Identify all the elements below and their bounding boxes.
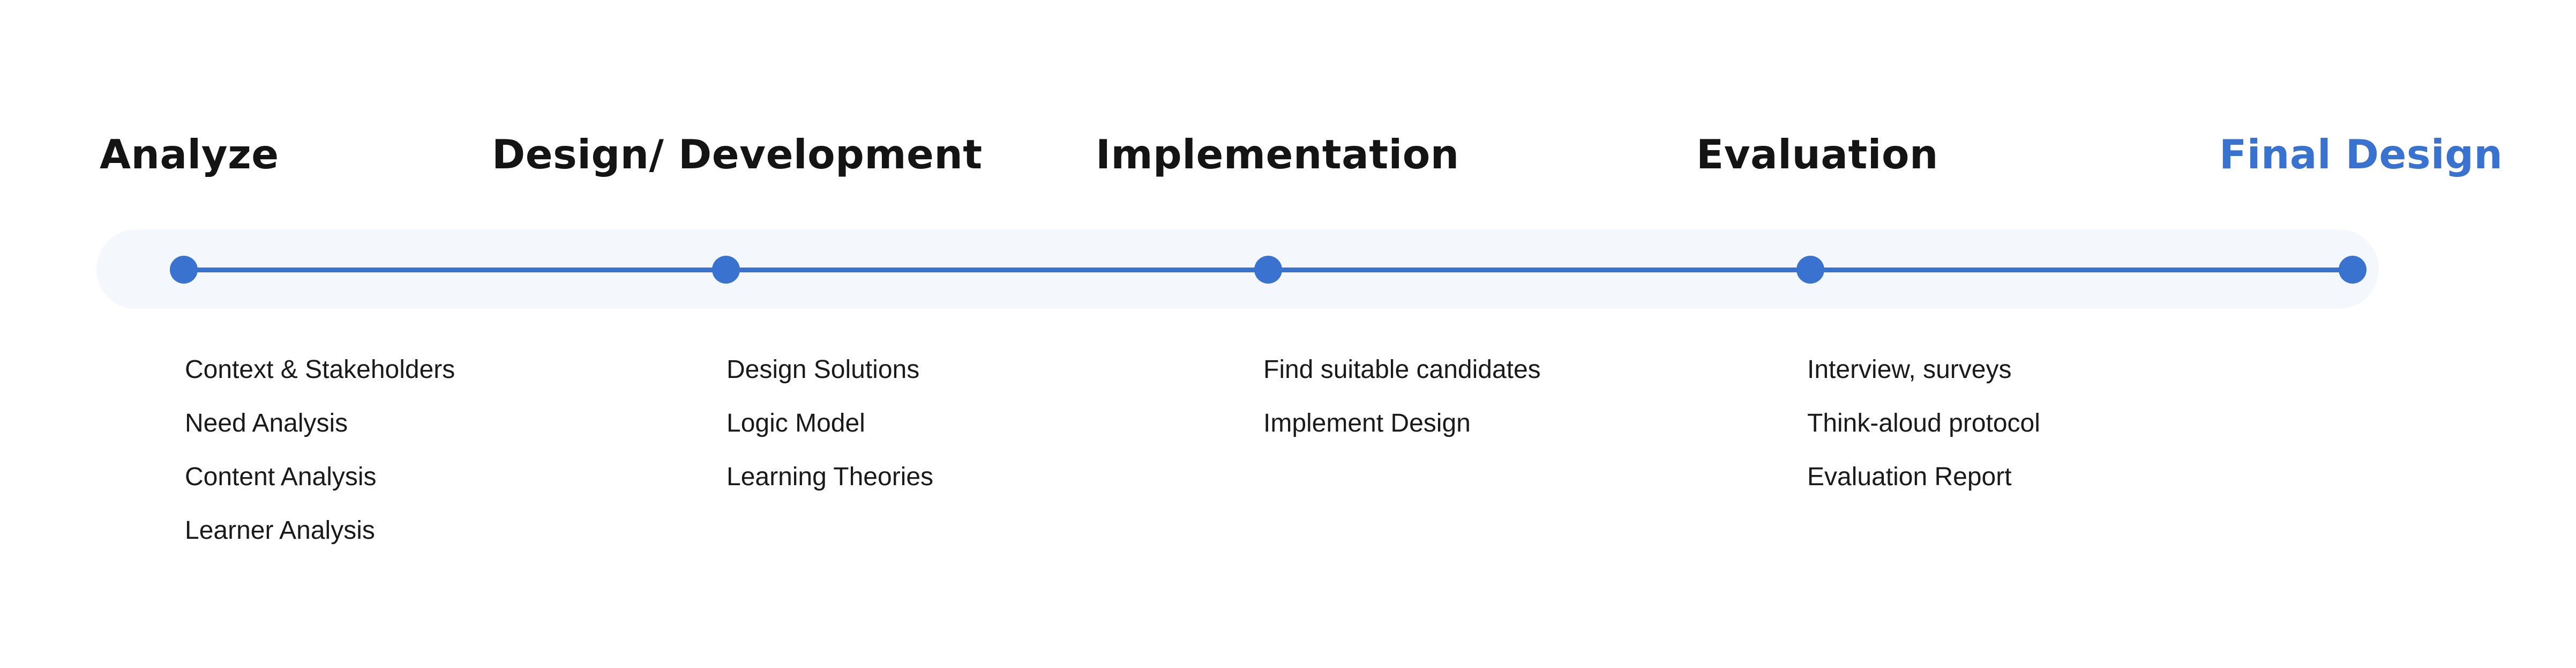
task-item: Learning Theories (727, 463, 934, 491)
task-list-analyze: Context & Stakeholders Need Analysis Con… (185, 343, 455, 558)
timeline-node-implementation (1254, 256, 1282, 284)
task-item: Need Analysis (185, 409, 348, 437)
phase-title-analyze: Analyze (100, 131, 279, 178)
task-item: Design Solutions (727, 355, 920, 384)
task-item: Think-aloud protocol (1807, 409, 2040, 437)
task-item: Interview, surveys (1807, 355, 2012, 384)
task-item: Find suitable candidates (1263, 355, 1541, 384)
task-item: Learner Analysis (185, 516, 375, 545)
task-item: Content Analysis (185, 463, 377, 491)
task-list-implementation: Find suitable candidates Implement Desig… (1263, 343, 1541, 450)
timeline-node-analyze (170, 256, 198, 284)
timeline-node-evaluation (1796, 256, 1824, 284)
task-item: Logic Model (727, 409, 865, 437)
task-list-evaluation: Interview, surveys Think-aloud protocol … (1807, 343, 2040, 504)
task-item: Context & Stakeholders (185, 355, 455, 384)
phase-title-implementation: Implementation (1096, 131, 1459, 178)
task-item: Implement Design (1263, 409, 1471, 437)
task-list-design-development: Design Solutions Logic Model Learning Th… (727, 343, 933, 504)
phase-title-design-development: Design/ Development (492, 131, 983, 178)
timeline-node-final-design (2339, 256, 2367, 284)
phase-title-evaluation: Evaluation (1696, 131, 1938, 178)
task-item: Evaluation Report (1807, 463, 2012, 491)
timeline-node-design-development (712, 256, 740, 284)
phase-title-final-design: Final Design (2219, 131, 2503, 178)
